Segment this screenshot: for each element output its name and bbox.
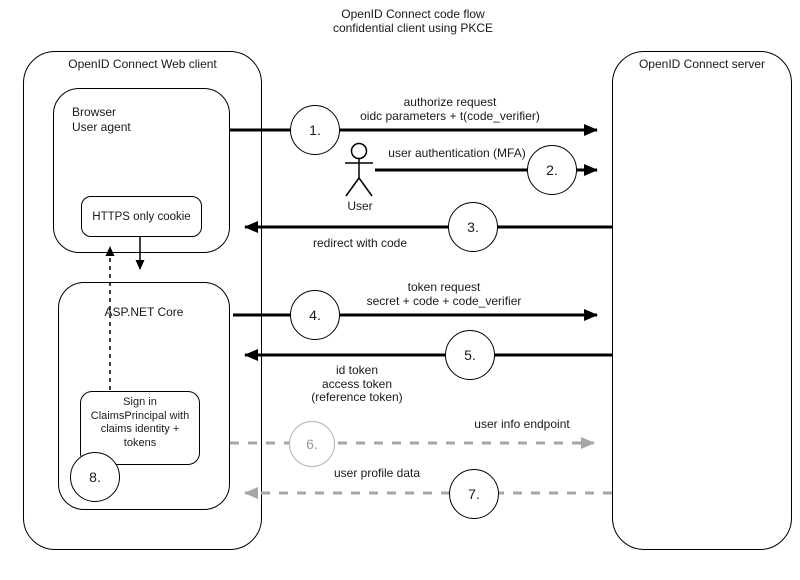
- step6-circle: 6.: [289, 421, 335, 467]
- step1-label-line1: authorize request: [403, 95, 497, 109]
- step1-label-line2: oidc parameters + t(code_verifier): [360, 108, 540, 123]
- client-container-label: OpenID Connect Web client: [68, 57, 217, 71]
- step5-label-line1: id token: [335, 363, 379, 377]
- step7-circle: 7.: [449, 469, 499, 519]
- diagram-title-line1: OpenID Connect code flow: [341, 7, 485, 21]
- step4-labels: token request secret + code + code_verif…: [366, 280, 522, 308]
- step1-labels: authorize request oidc parameters + t(co…: [360, 95, 540, 123]
- https-cookie-label: HTTPS only cookie: [92, 210, 191, 223]
- step4-label-line1: token request: [407, 280, 481, 294]
- aspnet-label: ASP.NET Core: [104, 305, 184, 319]
- diagram-title: OpenID Connect code flow confidential cl…: [332, 7, 494, 35]
- step1-circle: 1.: [290, 105, 340, 155]
- browser-label: Browser User agent: [72, 105, 131, 135]
- user-actor-icon: [345, 142, 373, 197]
- step5-label-line2: access token: [321, 376, 393, 391]
- step4-circle: 4.: [290, 290, 340, 340]
- browser-label-line2: User agent: [72, 120, 131, 134]
- step5-label-line3: (reference token): [311, 390, 403, 404]
- step7-label: user profile data: [333, 466, 421, 480]
- signin-label-line1: Sign in: [123, 396, 157, 408]
- step2-label: user authentication (MFA): [388, 146, 526, 160]
- browser-label-line1: Browser: [72, 105, 117, 119]
- https-cookie-box: [81, 196, 202, 237]
- step5-circle: 5.: [445, 330, 495, 380]
- server-container-box: [612, 51, 792, 550]
- signin-label: Sign in ClaimsPrincipal with claims iden…: [80, 396, 200, 450]
- user-actor-label: User: [347, 199, 373, 213]
- signin-label-line3: claims identity +: [100, 423, 180, 435]
- signin-label-line2: ClaimsPrincipal with: [90, 409, 190, 422]
- step5-labels: id token access token (reference token): [311, 363, 403, 405]
- step2-circle: 2.: [527, 145, 577, 195]
- signin-label-line4: tokens: [123, 436, 157, 449]
- step3-circle: 3.: [448, 202, 498, 252]
- step4-label-line2: secret + code + code_verifier: [366, 293, 522, 308]
- server-container-label: OpenID Connect server: [638, 57, 766, 71]
- step6-label: user info endpoint: [474, 417, 570, 431]
- step3-label: redirect with code: [312, 236, 408, 250]
- diagram-title-line2: confidential client using PKCE: [332, 20, 494, 35]
- step8-circle: 8.: [70, 452, 120, 502]
